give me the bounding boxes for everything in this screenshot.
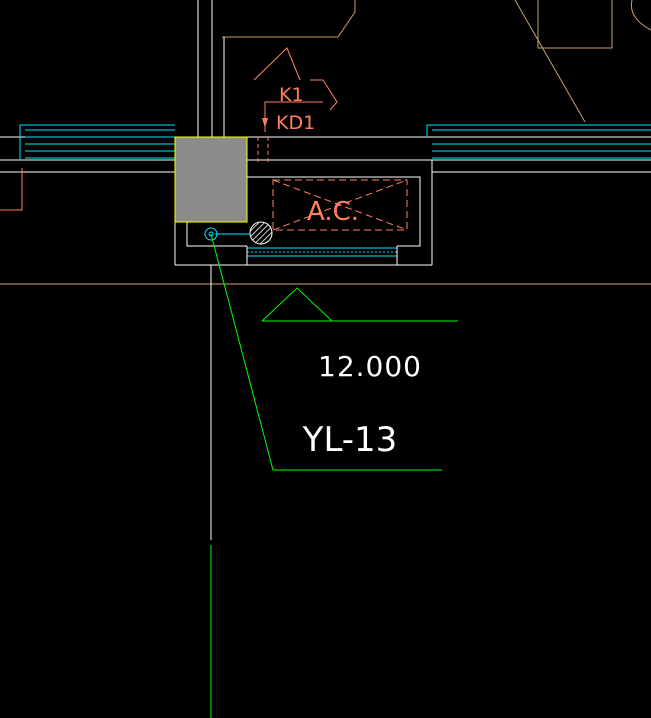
right-window: [426, 124, 651, 159]
floor-drain-icon[interactable]: [249, 221, 273, 245]
ac-niche-inner: [247, 176, 421, 247]
pipe-tag-label: YL-13: [302, 420, 398, 460]
rain-pipe-center: [208, 231, 214, 237]
upper-outline: [222, 0, 651, 123]
kd1-label: KD1: [276, 112, 315, 134]
rain-pipe-icon[interactable]: [204, 227, 218, 241]
left-window: [19, 124, 175, 160]
k1-arrow-icon: [262, 118, 268, 128]
left-orange-outline: [0, 168, 23, 211]
elevation-marker[interactable]: [261, 287, 458, 322]
ac-unit[interactable]: [272, 179, 408, 231]
louver: [246, 246, 398, 265]
pipe-tag-leader[interactable]: [210, 233, 442, 471]
structural-column[interactable]: [174, 136, 248, 223]
ac-niche-outline: [186, 222, 247, 247]
elevation-value: 12.000: [318, 350, 422, 383]
ac-unit-label: A.C.: [307, 197, 359, 227]
wall-lines: [0, 136, 651, 266]
upper-vertical-walls: [197, 0, 225, 137]
k1-label: K1: [279, 84, 304, 106]
